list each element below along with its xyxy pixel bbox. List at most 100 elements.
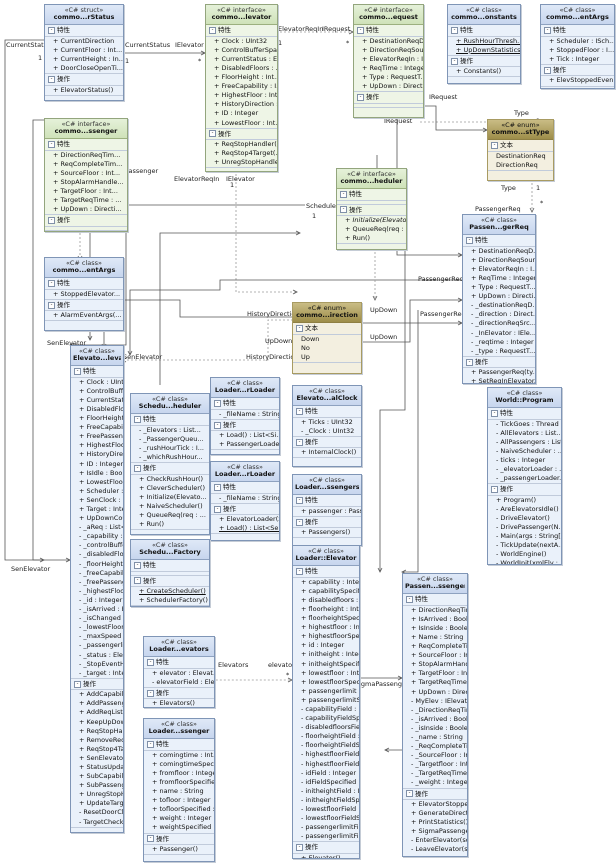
class-member[interactable]: + IsIdle : Boolean [79, 468, 123, 477]
class-member[interactable]: + UpDownStatistics... [456, 45, 520, 54]
class-member[interactable]: + PassengerReq(ty... [471, 368, 535, 377]
class-member[interactable]: - capabilityField : I... [301, 705, 359, 714]
class-member[interactable]: + tofloor : Integer [152, 796, 211, 805]
class-member[interactable]: + Elevator() [301, 853, 341, 859]
section-header[interactable]: -操作 [45, 300, 123, 310]
class-member[interactable]: + IsArrived : Boolean [411, 614, 467, 623]
class-member[interactable]: - ReqElevatorStop... [403, 855, 467, 856]
class-member[interactable]: - lowestfloorField : I... [301, 805, 359, 814]
class-member[interactable]: + disabledfloors : U... [301, 595, 359, 604]
collapse-toggle-icon[interactable]: - [466, 358, 473, 366]
box-passenger[interactable]: «C# class»Passen...ssenger-特性+ Direction… [402, 573, 468, 857]
class-member[interactable]: + AddCapability(we... [79, 690, 123, 699]
class-member[interactable]: - _highestFloor : In... [79, 586, 123, 595]
class-member[interactable]: - _SourceFloor : Int... [411, 751, 467, 760]
class-member[interactable]: + ReqCompleteTim... [53, 159, 123, 168]
class-member[interactable]: + DirectionReqSour... [471, 255, 535, 264]
class-member[interactable]: + ElevatorStatus() [53, 85, 114, 94]
section-header[interactable]: -操作 [45, 215, 127, 225]
class-member[interactable]: + Type : RequestT... [471, 283, 535, 292]
class-member[interactable]: - disabledfloorsFiel... [301, 723, 359, 732]
collapse-toggle-icon[interactable]: - [451, 57, 458, 65]
class-member[interactable]: + Clock : UInt32 [79, 377, 123, 386]
section-header[interactable]: -操作 [206, 129, 277, 139]
collapse-toggle-icon[interactable]: - [214, 399, 221, 407]
class-member[interactable]: + SchedulerFactory() [139, 596, 208, 605]
collapse-toggle-icon[interactable]: - [214, 483, 221, 491]
collapse-toggle-icon[interactable]: - [147, 740, 154, 748]
collapse-toggle-icon[interactable]: - [134, 464, 141, 472]
class-member[interactable]: + RemoveReq(targ... [79, 735, 123, 744]
class-member[interactable]: + AddReqList(req ... [79, 708, 123, 717]
collapse-toggle-icon[interactable]: - [214, 505, 221, 513]
class-member[interactable]: + QueueReq(req : ... [139, 510, 206, 519]
class-member[interactable]: + PrintStatistics() [411, 818, 467, 827]
class-member[interactable]: + Load() : List<Se... [219, 524, 279, 533]
class-member[interactable]: + DoorCloseOpenTi... [53, 63, 123, 72]
class-member[interactable]: + CreateScheduler() [139, 587, 206, 596]
class-member[interactable]: - EnterElevator(sch... [411, 836, 467, 845]
section-header[interactable]: -特性 [541, 25, 614, 35]
box-loaderelevator[interactable]: «C# class»Loader::Elevator-特性+ capabilit… [292, 545, 360, 859]
section-header[interactable]: -特性 [337, 189, 406, 199]
class-member[interactable]: + ElevatorLoader(x... [219, 515, 279, 524]
collapse-toggle-icon[interactable]: - [48, 26, 55, 34]
class-member[interactable]: - capabilityFieldSpe... [301, 714, 359, 723]
collapse-toggle-icon[interactable]: - [147, 835, 154, 843]
class-member[interactable]: + Type : RequestT... [362, 73, 423, 82]
class-member[interactable]: - _elevatorLoader : ... [496, 465, 561, 474]
collapse-toggle-icon[interactable]: - [296, 844, 303, 852]
class-member[interactable]: + fromfloorSpecifie... [152, 777, 214, 786]
section-header[interactable]: -特性 [206, 25, 277, 35]
class-member[interactable]: + fromfloor : Integer [152, 768, 214, 777]
section-header[interactable]: -操作 [354, 92, 423, 102]
class-member[interactable]: + DirectionReqSour... [362, 45, 423, 54]
class-member[interactable]: + TargetFloor : Int... [53, 187, 118, 196]
section-header[interactable]: -特性 [45, 25, 123, 35]
class-member[interactable]: - MyElev : IElevator [411, 696, 467, 705]
class-member[interactable]: + comingtime : Int... [152, 750, 214, 759]
class-member[interactable]: - _StopEventHand... [79, 659, 123, 668]
box-commoneventargs[interactable]: «C# class»commo...entArgs-特性+ Scheduler … [540, 4, 615, 89]
class-member[interactable]: + InternalClock() [301, 448, 357, 457]
class-member[interactable]: + Run() [139, 519, 165, 528]
class-member[interactable]: + LowestFloor : Int... [214, 118, 277, 127]
class-member[interactable]: + FreePassenger : ... [79, 432, 123, 441]
class-member[interactable]: + Run() [345, 234, 371, 243]
class-member[interactable]: + StatusUpdateFor... [79, 762, 123, 771]
section-header[interactable]: -特性 [144, 739, 214, 749]
class-member[interactable]: - TickGoes : Thread [496, 419, 559, 428]
collapse-toggle-icon[interactable]: - [296, 567, 303, 575]
class-member[interactable]: - _fileName : String [219, 409, 279, 418]
section-header[interactable]: -特性 [488, 408, 561, 418]
class-member[interactable]: + comingtimeSpeci... [152, 759, 214, 768]
class-member[interactable]: + ReqStop4Target(... [214, 149, 277, 158]
class-member[interactable]: - lowestfloorFieldSp... [301, 814, 359, 823]
class-member[interactable]: + UpDown : Directi... [411, 687, 467, 696]
class-member[interactable]: - floorheightFieldSp... [301, 741, 359, 750]
section-header[interactable]: -操作 [403, 789, 467, 799]
enum-literal[interactable]: Down [301, 334, 320, 343]
box-loaderpassengers[interactable]: «C# class»Loader...ssengers-特性+ passenge… [292, 474, 362, 546]
collapse-toggle-icon[interactable]: - [491, 486, 498, 494]
section-header[interactable]: -特性 [45, 139, 127, 149]
class-member[interactable]: + Initialize(Elevato... [139, 492, 207, 501]
class-member[interactable]: + Initialize(Elevato... [345, 216, 406, 225]
class-member[interactable]: + TargetFloor : Int... [411, 669, 467, 678]
class-member[interactable]: + CurrentStatus : E... [214, 54, 277, 63]
class-member[interactable]: - highestfloorFieldS... [301, 759, 359, 768]
box-scheduler[interactable]: «C# class»Schedu...heduler-特性- _Elevator… [130, 393, 210, 535]
collapse-toggle-icon[interactable]: - [134, 577, 141, 585]
class-member[interactable]: - _isArrived : Boolean [79, 605, 123, 614]
section-header[interactable]: -操作 [131, 463, 209, 473]
class-member[interactable]: + UpDownCount : ... [79, 514, 123, 523]
collapse-toggle-icon[interactable]: - [147, 658, 154, 666]
class-member[interactable]: + initheight : Integer [301, 650, 359, 659]
class-member[interactable]: + passengerlimitSp... [301, 695, 359, 704]
class-member[interactable]: + FreeCapability : I... [214, 82, 277, 91]
class-member[interactable]: - _InElevator : IEle... [471, 328, 535, 337]
section-header[interactable]: -操作 [448, 56, 520, 66]
class-member[interactable]: + ControlBufferSpa... [79, 386, 123, 395]
class-member[interactable]: - _isArrived : Boolean [411, 714, 467, 723]
